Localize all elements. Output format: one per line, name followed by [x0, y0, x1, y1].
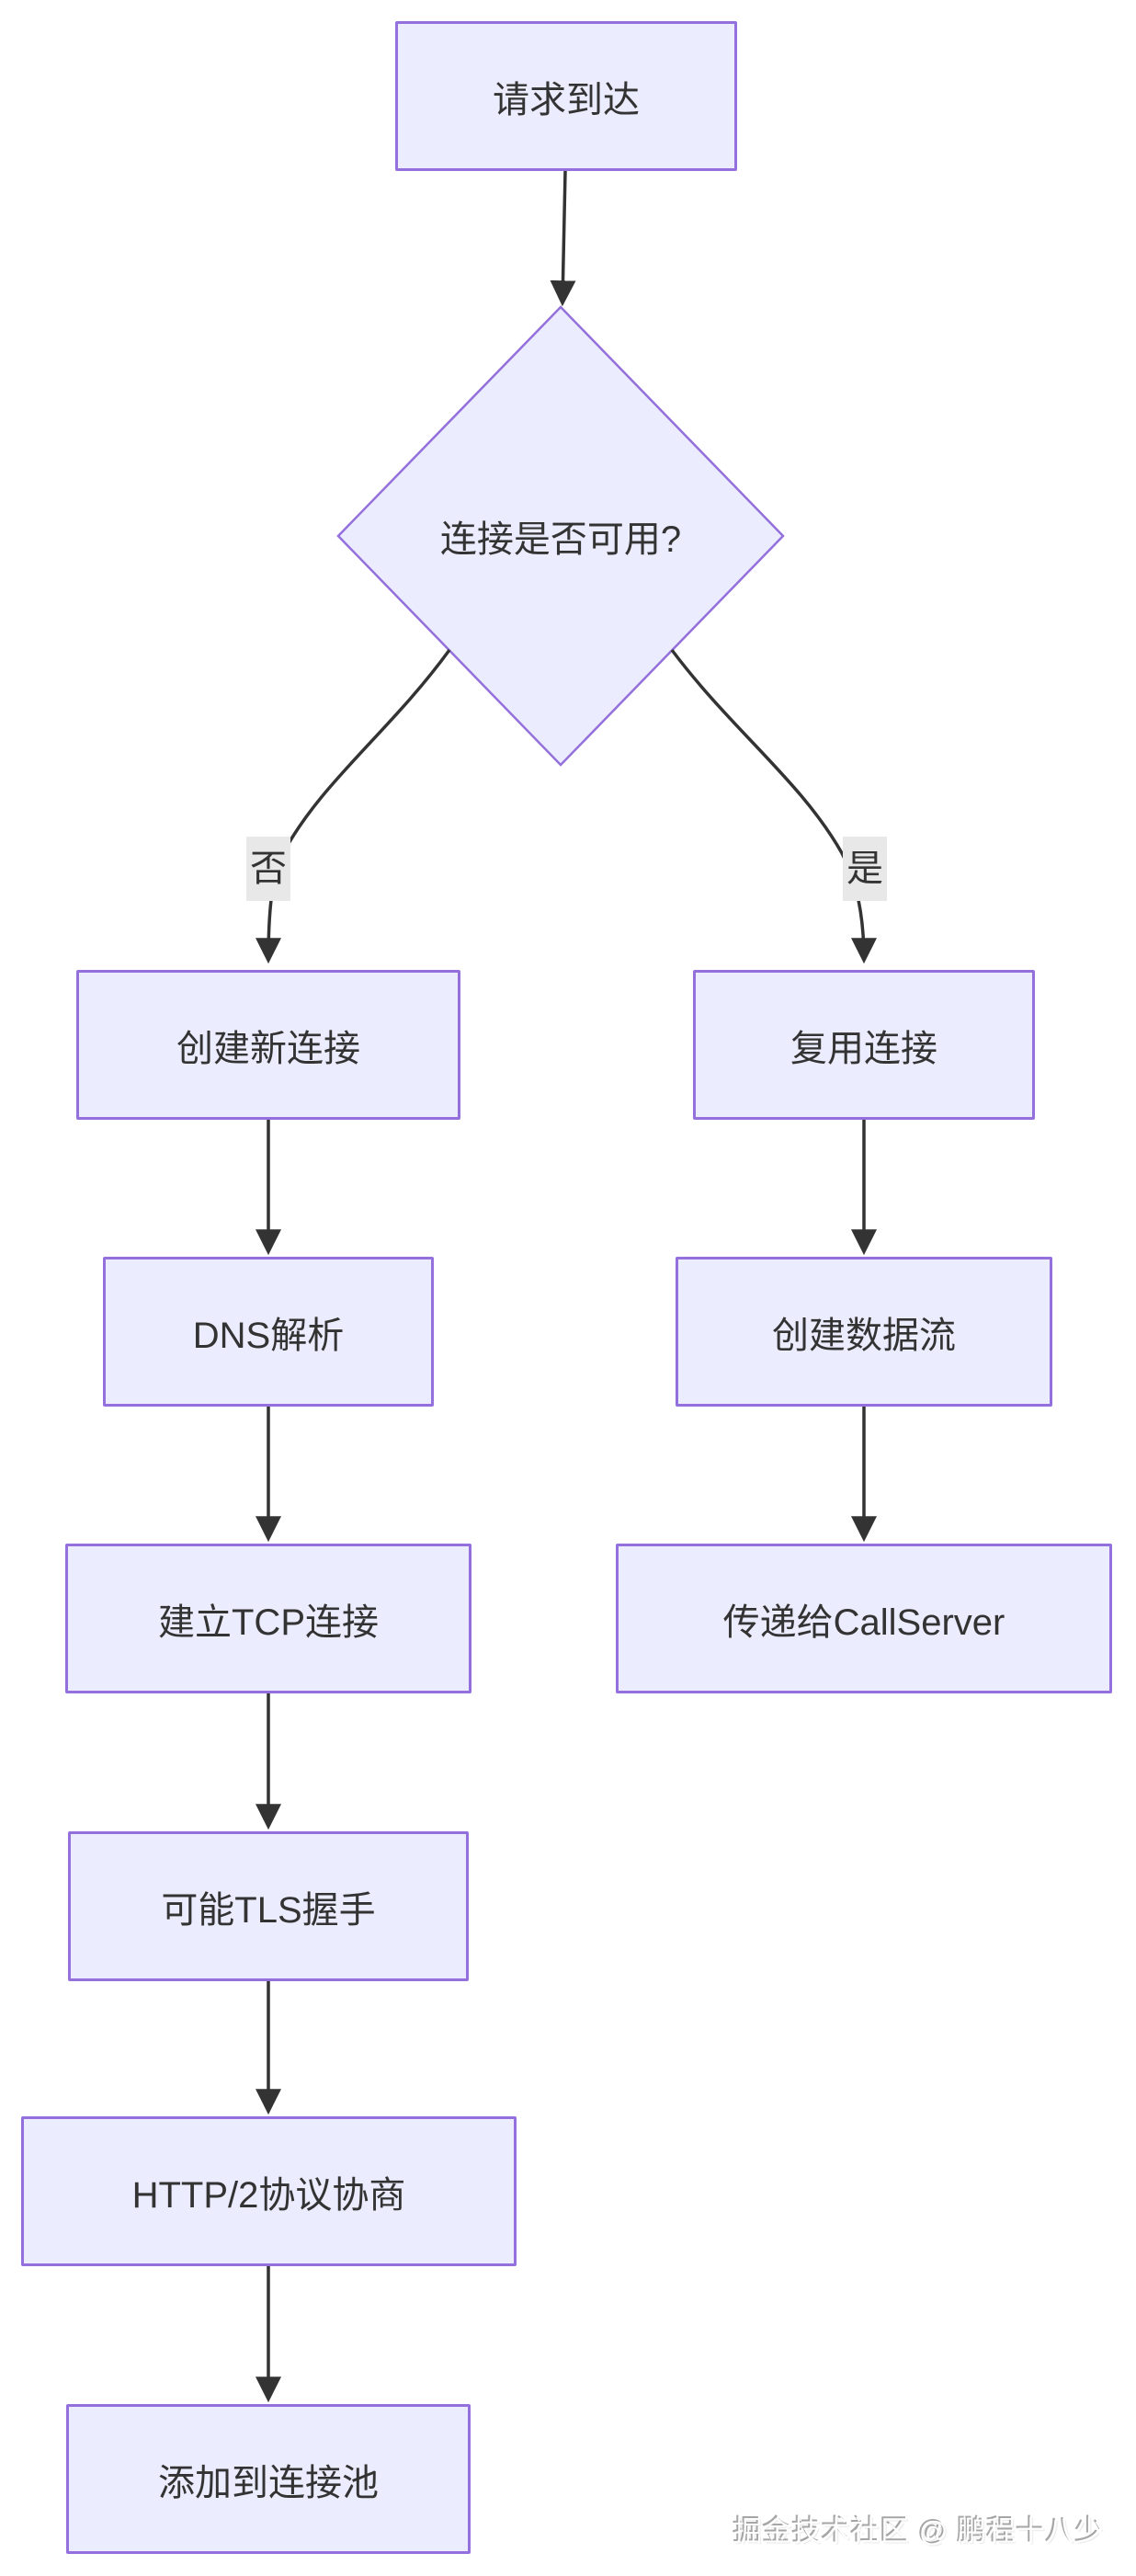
node-dns-resolve-label: DNS解析: [192, 1315, 345, 1356]
node-tls-handshake: 可能TLS握手: [68, 1831, 469, 1981]
node-new-connection: 创建新连接: [76, 970, 460, 1120]
node-decision-label: 连接是否可用?: [439, 519, 682, 560]
node-tls-handshake-label: 可能TLS握手: [161, 1889, 376, 1931]
node-dns-resolve: DNS解析: [103, 1257, 434, 1407]
node-create-stream-label: 创建数据流: [772, 1315, 956, 1356]
node-http2-negotiation: HTTP/2协议协商: [21, 2116, 517, 2266]
node-reuse-connection-label: 复用连接: [790, 1028, 937, 1069]
node-add-to-pool-label: 添加到连接池: [158, 2462, 379, 2503]
edge-decision-reuse: [670, 648, 877, 964]
node-reuse-connection: 复用连接: [693, 970, 1035, 1120]
watermark-text: 掘金技术社区 @ 鹏程十八少: [733, 2515, 1105, 2548]
edge-label-no: 否: [246, 837, 290, 901]
edge-decision-newconn: [256, 648, 451, 964]
node-new-connection-label: 创建新连接: [176, 1028, 360, 1069]
node-decision: 连接是否可用?: [395, 507, 726, 565]
node-start: 请求到达: [395, 21, 737, 171]
node-start-label: 请求到达: [493, 79, 640, 120]
node-create-stream: 创建数据流: [676, 1257, 1052, 1407]
edge-start-decision: [550, 170, 576, 307]
node-http2-negotiation-label: HTTP/2协议协商: [131, 2174, 406, 2216]
node-tcp-connect-label: 建立TCP连接: [158, 1601, 379, 1643]
node-pass-callserver: 传递给CallServer: [616, 1544, 1112, 1693]
edge-label-yes: 是: [843, 837, 887, 901]
node-tcp-connect: 建立TCP连接: [65, 1544, 471, 1693]
node-add-to-pool: 添加到连接池: [66, 2404, 471, 2554]
node-pass-callserver-label: 传递给CallServer: [722, 1601, 1005, 1643]
